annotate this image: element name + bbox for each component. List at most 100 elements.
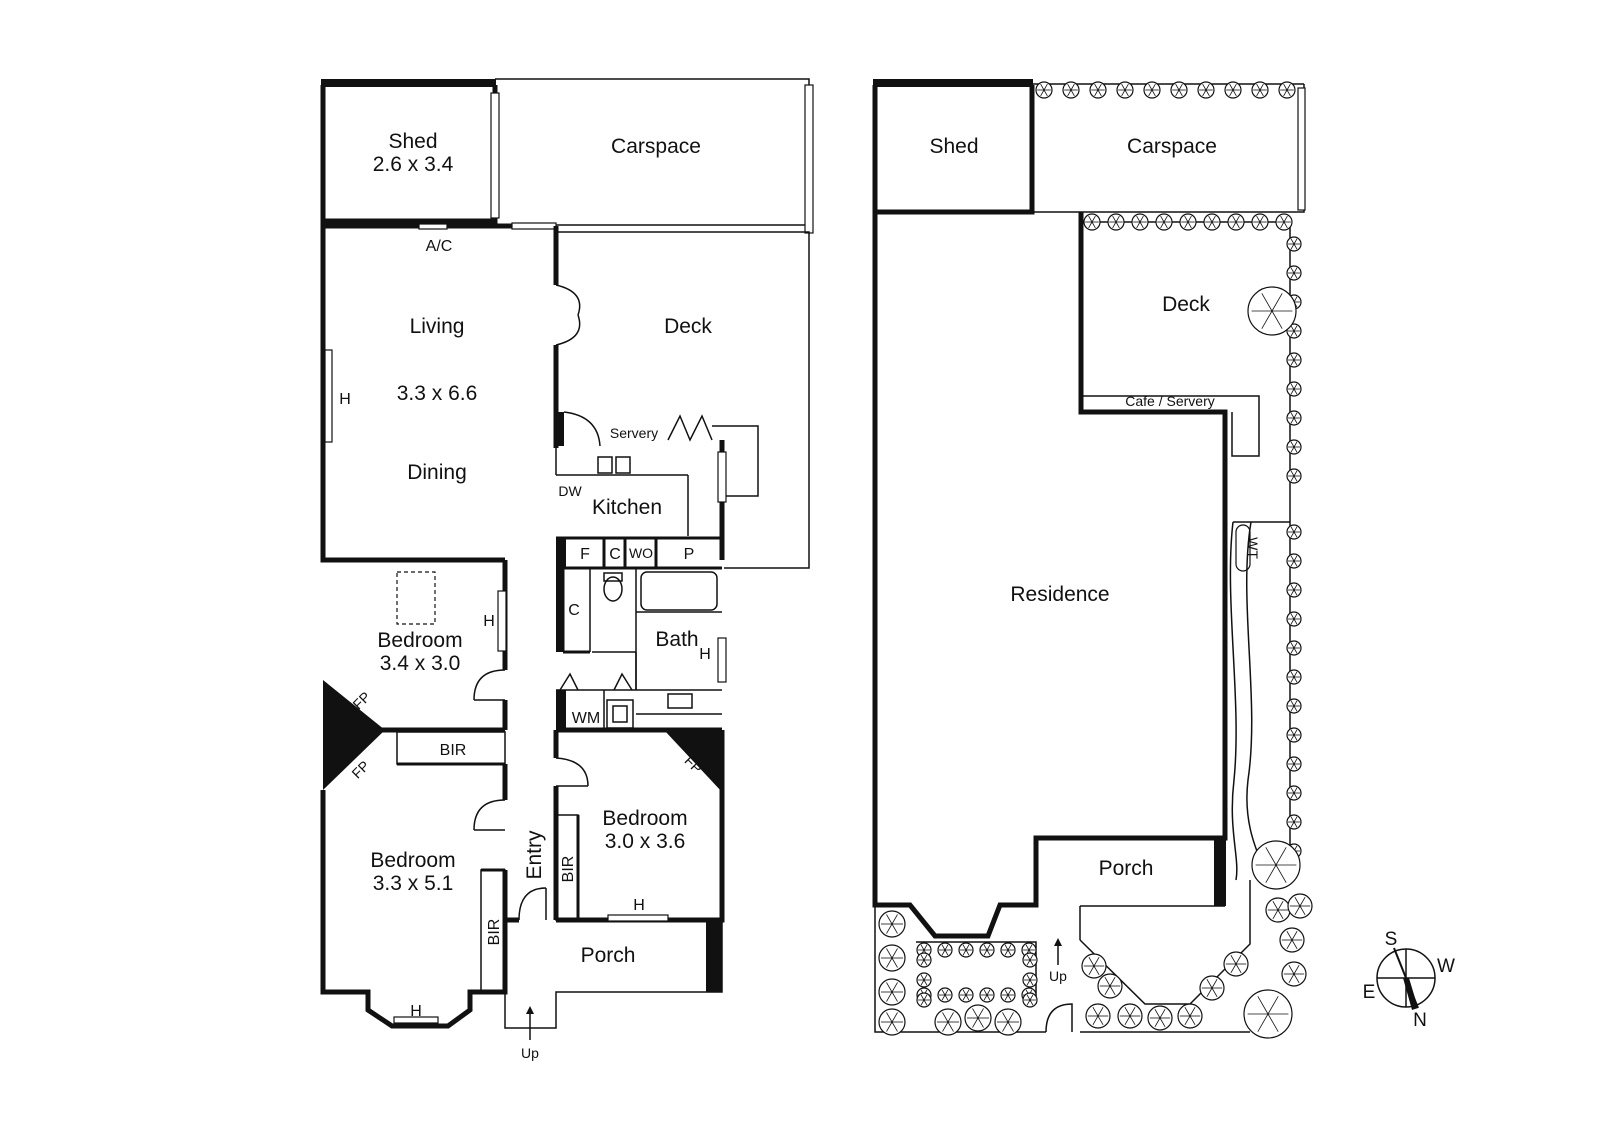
shrub-icon <box>1247 286 1297 336</box>
carspace-label: Carspace <box>611 135 701 158</box>
shed-room <box>320 79 500 224</box>
bedroom1-dims: 3.4 x 3.0 <box>380 652 461 675</box>
heater-label-bed2: H <box>410 1003 422 1020</box>
deck-label: Deck <box>664 315 712 338</box>
servery-label: Servery <box>610 425 658 441</box>
site-cafe-label: Cafe / Servery <box>1125 393 1214 409</box>
shrub-icon <box>958 987 974 1003</box>
bedroom2-dims: 3.3 x 5.1 <box>373 872 454 895</box>
shrub-icon <box>958 942 974 958</box>
shrub-icon <box>1286 582 1302 598</box>
wall-oven-label: WO <box>629 545 653 561</box>
cupboard-label-2: C <box>568 602 580 619</box>
heater-label-bed1: H <box>483 613 495 630</box>
bir-label-1: BIR <box>440 742 467 759</box>
site-porch-label: Porch <box>1099 857 1154 880</box>
shrub-icon <box>1022 952 1038 968</box>
shrub-icon <box>1083 213 1101 231</box>
shrub-icon <box>1286 352 1302 368</box>
front-garden <box>874 905 1046 1033</box>
shrub-icon <box>1286 323 1302 339</box>
shrub-icon <box>964 1004 992 1032</box>
shrub-icon <box>979 987 995 1003</box>
porch-left <box>504 920 723 1040</box>
shrub-icon <box>878 910 906 938</box>
shrub-icon <box>934 1008 962 1036</box>
shrub-icon <box>916 952 932 968</box>
shrub-icon <box>1155 213 1173 231</box>
shrub-icon <box>1179 213 1197 231</box>
shrub-icon <box>1131 213 1149 231</box>
bedroom2-label: Bedroom <box>370 849 455 872</box>
shrub-icon <box>1286 524 1302 540</box>
site-shed <box>872 85 1035 215</box>
bedroom-1 <box>323 560 508 790</box>
shrub-icon <box>1286 727 1302 743</box>
shrub-icon <box>1107 213 1125 231</box>
shrub-icon <box>979 942 995 958</box>
shrub-icon <box>878 978 906 1006</box>
pantry-label: P <box>684 546 695 563</box>
shrub-icon <box>1062 81 1080 99</box>
garden-path <box>1245 521 1269 881</box>
shrub-icon <box>1286 236 1302 252</box>
site-shed-top <box>873 79 1033 87</box>
shrub-icon <box>1275 213 1293 231</box>
deck-area <box>556 231 810 569</box>
porch-label: Porch <box>581 944 636 967</box>
compass-w-label: W <box>1437 956 1455 977</box>
site-residence <box>872 212 1228 939</box>
shrub-icon <box>1177 1003 1203 1029</box>
dw-label: DW <box>558 483 582 499</box>
hedge-shrubs <box>878 81 1313 1039</box>
shrub-icon <box>1286 381 1302 397</box>
fridge-label: F <box>580 546 590 563</box>
cupboard-label-1: C <box>609 546 621 563</box>
shrub-icon <box>1286 553 1302 569</box>
heater-label-living: H <box>339 391 351 408</box>
living-label: Living <box>410 315 465 338</box>
shrub-icon <box>1286 640 1302 656</box>
shrub-icon <box>1147 1005 1173 1031</box>
site-carspace-label: Carspace <box>1127 135 1217 158</box>
shrub-icon <box>1223 951 1249 977</box>
shrub-icon <box>937 942 953 958</box>
shrub-icon <box>1251 81 1269 99</box>
shrub-icon <box>1085 1003 1111 1029</box>
shrub-icon <box>878 944 906 972</box>
bir-1 <box>396 731 506 766</box>
site-deck-label: Deck <box>1162 293 1210 316</box>
kitchen-area <box>555 411 759 570</box>
bedroom1-label: Bedroom <box>377 629 462 652</box>
shrub-icon <box>1287 893 1313 919</box>
shrub-icon <box>1000 942 1016 958</box>
shrub-icon <box>1203 213 1221 231</box>
shrub-icon <box>1251 840 1301 890</box>
shrub-icon <box>1000 987 1016 1003</box>
heater-label-bed3: H <box>633 897 645 914</box>
shrub-icon <box>1265 897 1291 923</box>
bedroom3-label: Bedroom <box>602 807 687 830</box>
living-dining-room <box>320 221 581 563</box>
entry-label: Entry <box>523 830 546 880</box>
shrub-icon <box>1022 972 1038 988</box>
shrub-icon <box>1286 814 1302 830</box>
compass-n-label: N <box>1413 1010 1427 1031</box>
compass-e-label: E <box>1363 982 1376 1003</box>
shrub-icon <box>1197 81 1215 99</box>
shrub-icon <box>1089 81 1107 99</box>
shrub-icon <box>1224 81 1242 99</box>
bir-label-2: BIR <box>560 856 577 883</box>
shed-label: Shed <box>388 130 437 153</box>
shrub-icon <box>1117 1003 1143 1029</box>
shrub-icon <box>1286 468 1302 484</box>
site-wt-label: WT <box>1245 537 1261 559</box>
shrub-icon <box>1143 81 1161 99</box>
shrub-icon <box>1286 410 1302 426</box>
shrub-icon <box>1286 698 1302 714</box>
shrub-icon <box>1170 81 1188 99</box>
site-plan-right: Shed Carspace Deck Cafe / Servery Reside… <box>872 79 1313 1039</box>
site-up-label: Up <box>1049 968 1067 984</box>
shrub-icon <box>994 1008 1022 1036</box>
